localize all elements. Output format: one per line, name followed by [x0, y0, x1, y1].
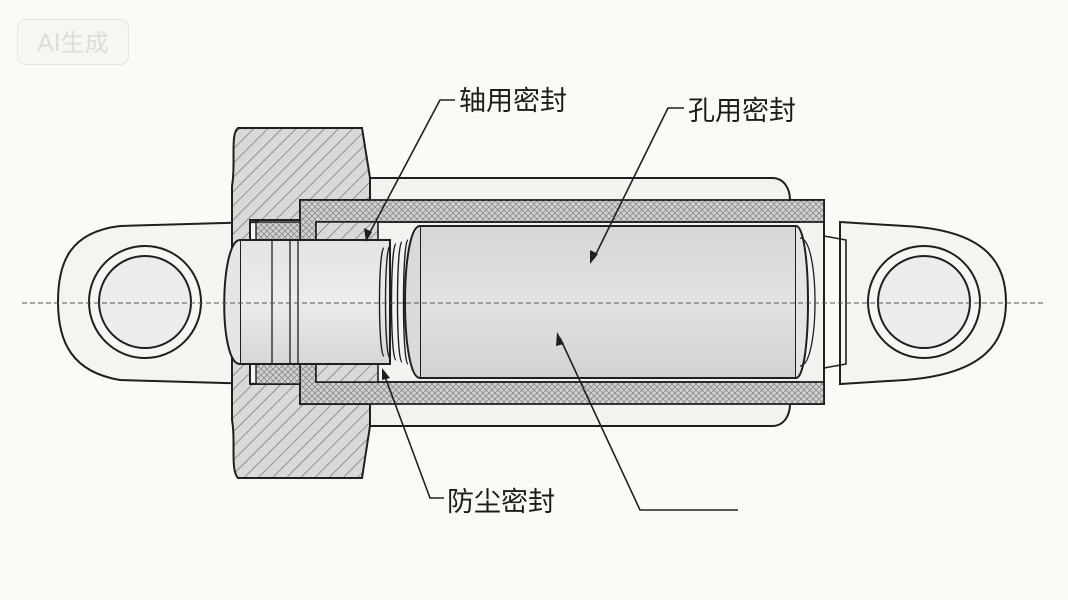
shaft-seal-label: 轴用密封 [459, 86, 567, 117]
leader-piston-rod [556, 332, 738, 511]
piston-rod [223, 239, 391, 365]
leader-shaft-seal [364, 99, 455, 242]
leader-dust-seal [382, 368, 444, 499]
dust-seal-label: 防尘密封 [447, 487, 555, 518]
leader-bore-seal [590, 107, 684, 264]
gland-flange [231, 127, 371, 479]
bore-seal-label: 孔用密封 [688, 96, 796, 127]
ai-generated-watermark: AI生成 [17, 19, 129, 65]
gland-bushing-bottom [315, 363, 379, 383]
piston-body [404, 225, 816, 379]
